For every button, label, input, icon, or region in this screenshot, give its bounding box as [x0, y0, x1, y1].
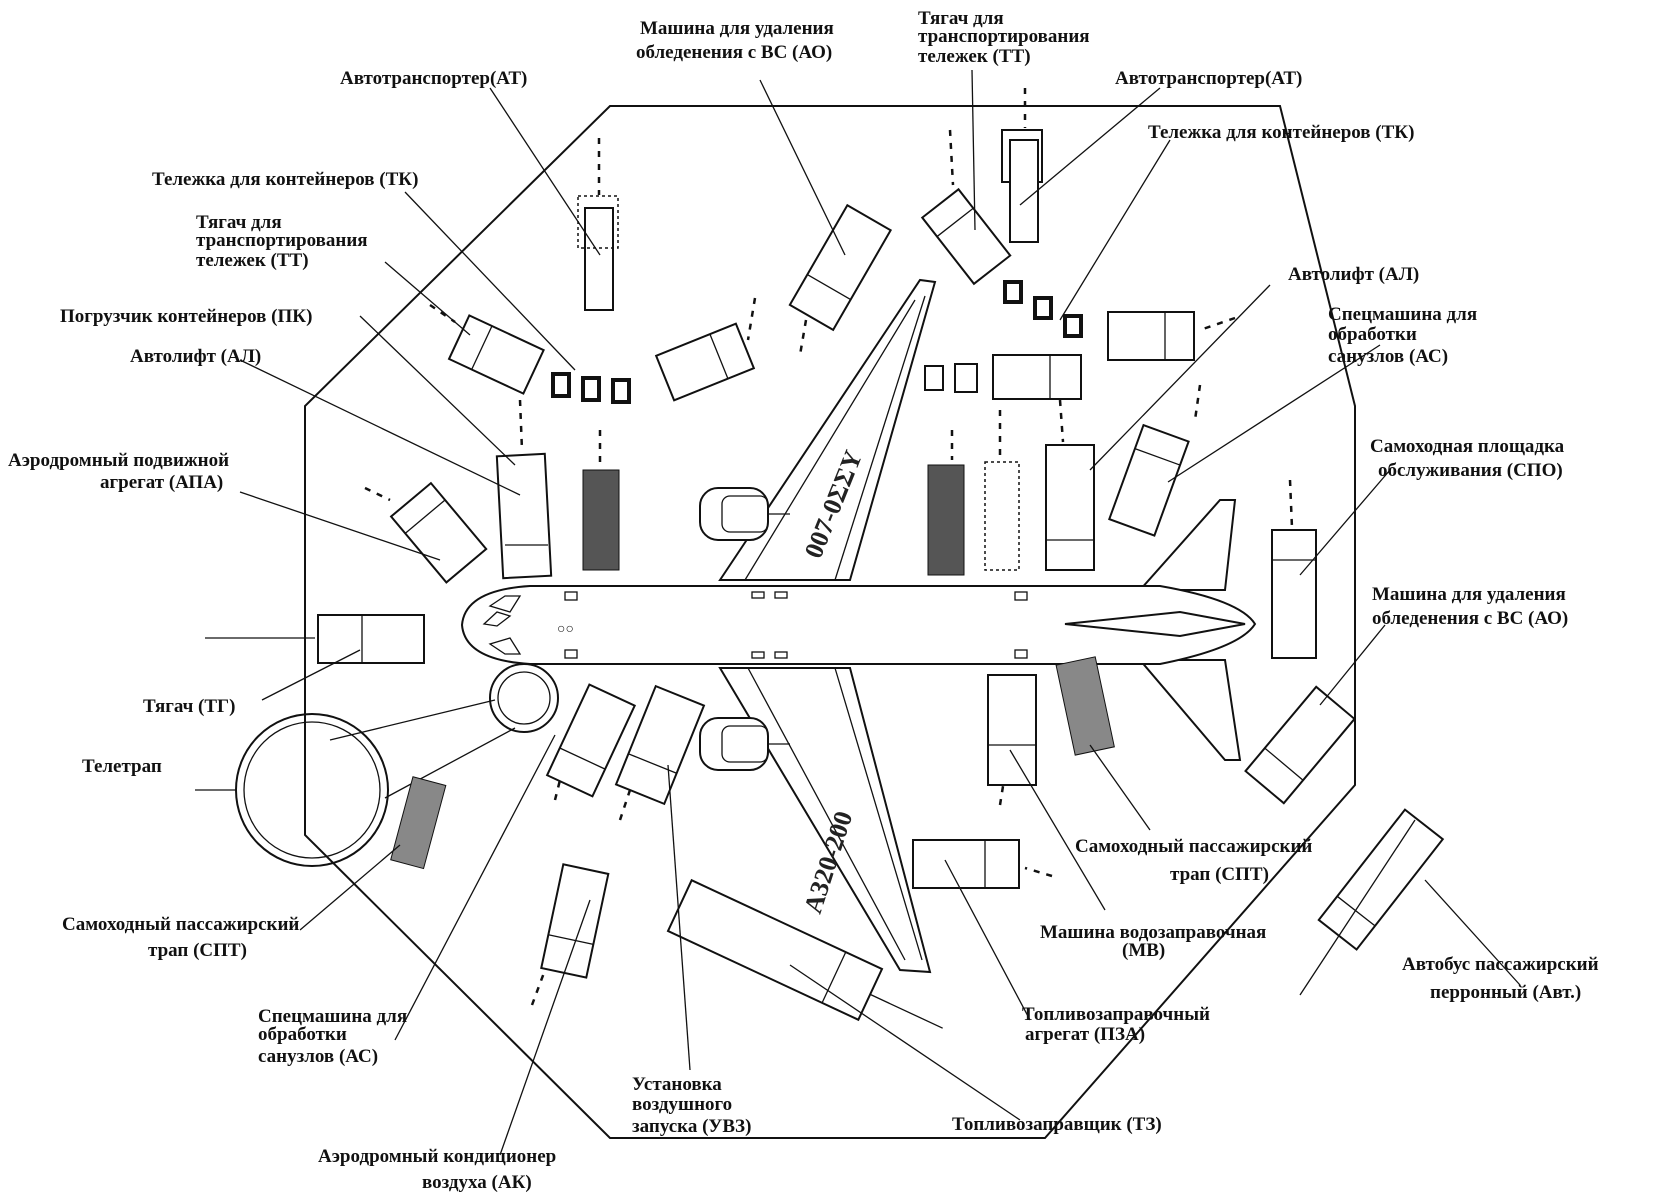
label-mv-2: (МВ)	[1122, 940, 1165, 961]
service-platform	[1271, 529, 1317, 659]
upper-engine	[699, 487, 790, 541]
label-apa-2: агрегат (АПА)	[100, 472, 223, 493]
loader-right-top	[1107, 311, 1195, 361]
label-spo-2: обслуживания (СПО)	[1378, 460, 1563, 481]
label-tt-top-2: транспортирования	[918, 26, 1090, 47]
label-spt-right-1: Самоходный пассажирский	[1075, 836, 1312, 857]
label-teletrap: Телетрап	[82, 756, 162, 777]
label-bus-2: перронный (Авт.)	[1430, 982, 1581, 1003]
aircraft: ○○ 007-0ΣΣΥ A320-200	[460, 278, 1257, 974]
fuel-truck	[666, 878, 943, 1029]
lower-engine	[699, 717, 790, 771]
label-pza-1: Топливозаправочный	[1022, 1004, 1210, 1025]
svg-text:○○: ○○	[557, 622, 574, 637]
label-as-left-2: обработки	[258, 1024, 347, 1045]
dollies-left	[551, 372, 631, 404]
jet-bridge	[235, 663, 559, 867]
label-ak-1: Аэродромный кондиционер	[318, 1146, 556, 1167]
lavatory-truck-right	[1108, 423, 1190, 537]
leader-lines	[195, 69, 1521, 1156]
label-bus-1: Автобус пассажирский	[1402, 954, 1599, 975]
label-pk-left: Погрузчик контейнеров (ПК)	[60, 306, 312, 327]
conveyor-left	[577, 138, 619, 311]
label-apa-1: Аэродромный подвижной	[8, 450, 229, 471]
conveyor-right	[1001, 88, 1043, 243]
label-ao-top-2: обледенения с ВС (АО)	[636, 42, 832, 63]
upper-stabilizer	[1137, 499, 1237, 591]
apron-bus	[1317, 808, 1445, 951]
belt-loader-left	[582, 469, 620, 571]
label-al-left: Автолифт (АЛ)	[130, 346, 261, 367]
air-conditioner	[545, 683, 637, 798]
label-uvz-2: воздушного	[632, 1094, 732, 1115]
labels: Автотранспортер(АТ) Машина для удаления …	[8, 8, 1599, 1193]
tug-top-right	[920, 187, 1012, 286]
label-pza-2: агрегат (ПЗА)	[1025, 1024, 1145, 1045]
catering-lift-right	[1045, 444, 1095, 571]
label-spt-left-1: Самоходный пассажирский	[62, 914, 299, 935]
stairs-right	[1055, 656, 1115, 756]
lower-stabilizer	[1137, 659, 1242, 761]
dollies-right	[1003, 280, 1083, 338]
tail-fin	[1064, 610, 1246, 638]
label-tt-left-3: тележек (ТТ)	[196, 250, 309, 271]
label-as-left-3: санузлов (АС)	[258, 1046, 378, 1067]
label-tt-left-1: Тягач для	[196, 212, 282, 233]
deicer-top	[788, 203, 893, 332]
small-dollies	[924, 354, 1082, 400]
label-tt-top-3: тележек (ТТ)	[918, 46, 1031, 67]
tug-left	[447, 314, 545, 395]
label-ak-2: воздуха (АК)	[422, 1172, 532, 1193]
label-ao-top-1: Машина для удаления	[640, 18, 834, 39]
label-tk-left: Тележка для контейнеров (ТК)	[152, 169, 418, 190]
label-tt-top-1: Тягач для	[918, 8, 1004, 29]
label-uvz-3: запуска (УВЗ)	[632, 1116, 751, 1137]
label-spt-right-2: трап (СПТ)	[1170, 864, 1269, 885]
hydrant-dispenser	[912, 839, 1020, 889]
label-tt-left-2: транспортирования	[196, 230, 368, 251]
label-uvz-1: Установка	[632, 1074, 722, 1095]
belt-loader-right	[927, 461, 1020, 576]
label-tz: Топливозаправщик (ТЗ)	[952, 1114, 1162, 1135]
label-as-right-2: обработки	[1328, 324, 1417, 345]
ground-power-unit	[389, 481, 488, 584]
deicer-right	[1244, 685, 1356, 805]
label-as-right-3: санузлов (АС)	[1328, 346, 1448, 367]
stairs-left	[390, 776, 447, 870]
tow-tug	[205, 614, 425, 664]
loader-left-top	[654, 322, 756, 402]
container-loader-left	[495, 452, 553, 580]
label-tk-right: Тележка для контейнеров (ТК)	[1148, 122, 1414, 143]
label-al-right: Автолифт (АЛ)	[1288, 264, 1419, 285]
label-as-right-1: Спецмашина для	[1328, 304, 1477, 325]
label-spt-left-2: трап (СПТ)	[148, 940, 247, 961]
fuselage	[460, 585, 1257, 665]
label-at-right: Автотранспортер(АТ)	[1115, 68, 1302, 89]
movement-arrows	[364, 129, 1294, 1006]
label-at-left: Автотранспортер(АТ)	[340, 68, 527, 89]
label-spo-1: Самоходная площадка	[1370, 436, 1565, 457]
water-truck	[987, 674, 1037, 786]
label-as-left-1: Спецмашина для	[258, 1006, 407, 1027]
label-mv-1: Машина водозаправочная	[1040, 922, 1266, 943]
label-tg: Тягач (ТГ)	[143, 696, 235, 717]
label-ao-right-2: обледенения с ВС (АО)	[1372, 608, 1568, 629]
label-ao-right-1: Машина для удаления	[1372, 584, 1566, 605]
lavatory-truck-left	[540, 863, 610, 979]
service-area-boundary	[304, 105, 1356, 1139]
